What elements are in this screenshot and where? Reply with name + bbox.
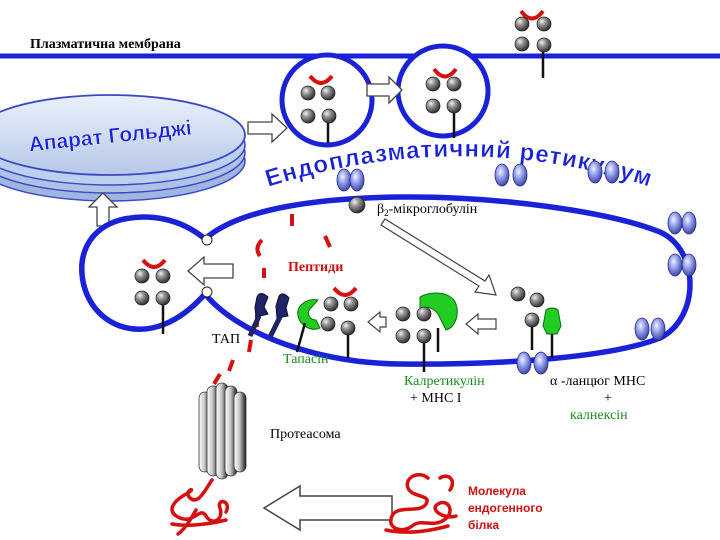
arrow-to-exit xyxy=(187,255,234,287)
mhc-complex-exiting xyxy=(134,258,171,334)
endoplasmic-reticulum xyxy=(79,194,693,367)
proteasome-label: Протеасома xyxy=(270,427,341,442)
tap-label: ТАП xyxy=(212,332,240,347)
calnexin-label: калнексін xyxy=(570,408,628,423)
calreticulin-label-line1: Калретикулін xyxy=(404,374,485,389)
molecule-label-line1: Молекула xyxy=(468,484,526,498)
tapasin-complex xyxy=(295,286,359,358)
arrow-to-tapasin xyxy=(367,310,387,334)
tapasin-label: Тапасін xyxy=(283,352,329,367)
arrow-b2m-to-alpha-chain xyxy=(380,218,497,296)
endogenous-protein xyxy=(384,473,458,534)
tap-transporter xyxy=(247,293,290,339)
molecule-label-line2: ендогенного xyxy=(468,501,543,515)
b2m-label: β2-мікроглобулін xyxy=(377,202,478,218)
alpha-chain-calnexin-complex xyxy=(510,286,562,358)
arrow-to-calreticulin xyxy=(465,312,497,336)
plasma-membrane-label: Плазматична мембрана xyxy=(30,37,181,52)
arrow-protein-to-proteasome xyxy=(262,484,393,532)
alpha-chain-label-line1: α -ланцюг МНС xyxy=(550,374,645,389)
molecule-label-line3: білка xyxy=(468,518,499,532)
peptides xyxy=(212,214,332,386)
arrow-golgi-to-vesicle xyxy=(247,112,288,144)
peptides-label: Пептиди xyxy=(288,260,343,275)
proteasome xyxy=(198,382,247,480)
golgi-apparatus: Апарат Гольджі xyxy=(0,94,246,202)
transport-vesicle-2 xyxy=(395,43,491,139)
degraded-protein xyxy=(170,478,230,536)
alpha-chain-label-line2: + xyxy=(604,391,612,406)
transport-vesicle-1 xyxy=(279,52,375,148)
b2m-ball xyxy=(348,196,366,214)
arrow-vesicle-to-vesicle xyxy=(366,75,403,105)
b2m-molecules xyxy=(336,160,697,375)
calreticulin-label-line2: + МНС І xyxy=(410,391,462,406)
mhc-complex-surface xyxy=(514,9,552,78)
calreticulin-mhc-complex xyxy=(395,292,458,372)
